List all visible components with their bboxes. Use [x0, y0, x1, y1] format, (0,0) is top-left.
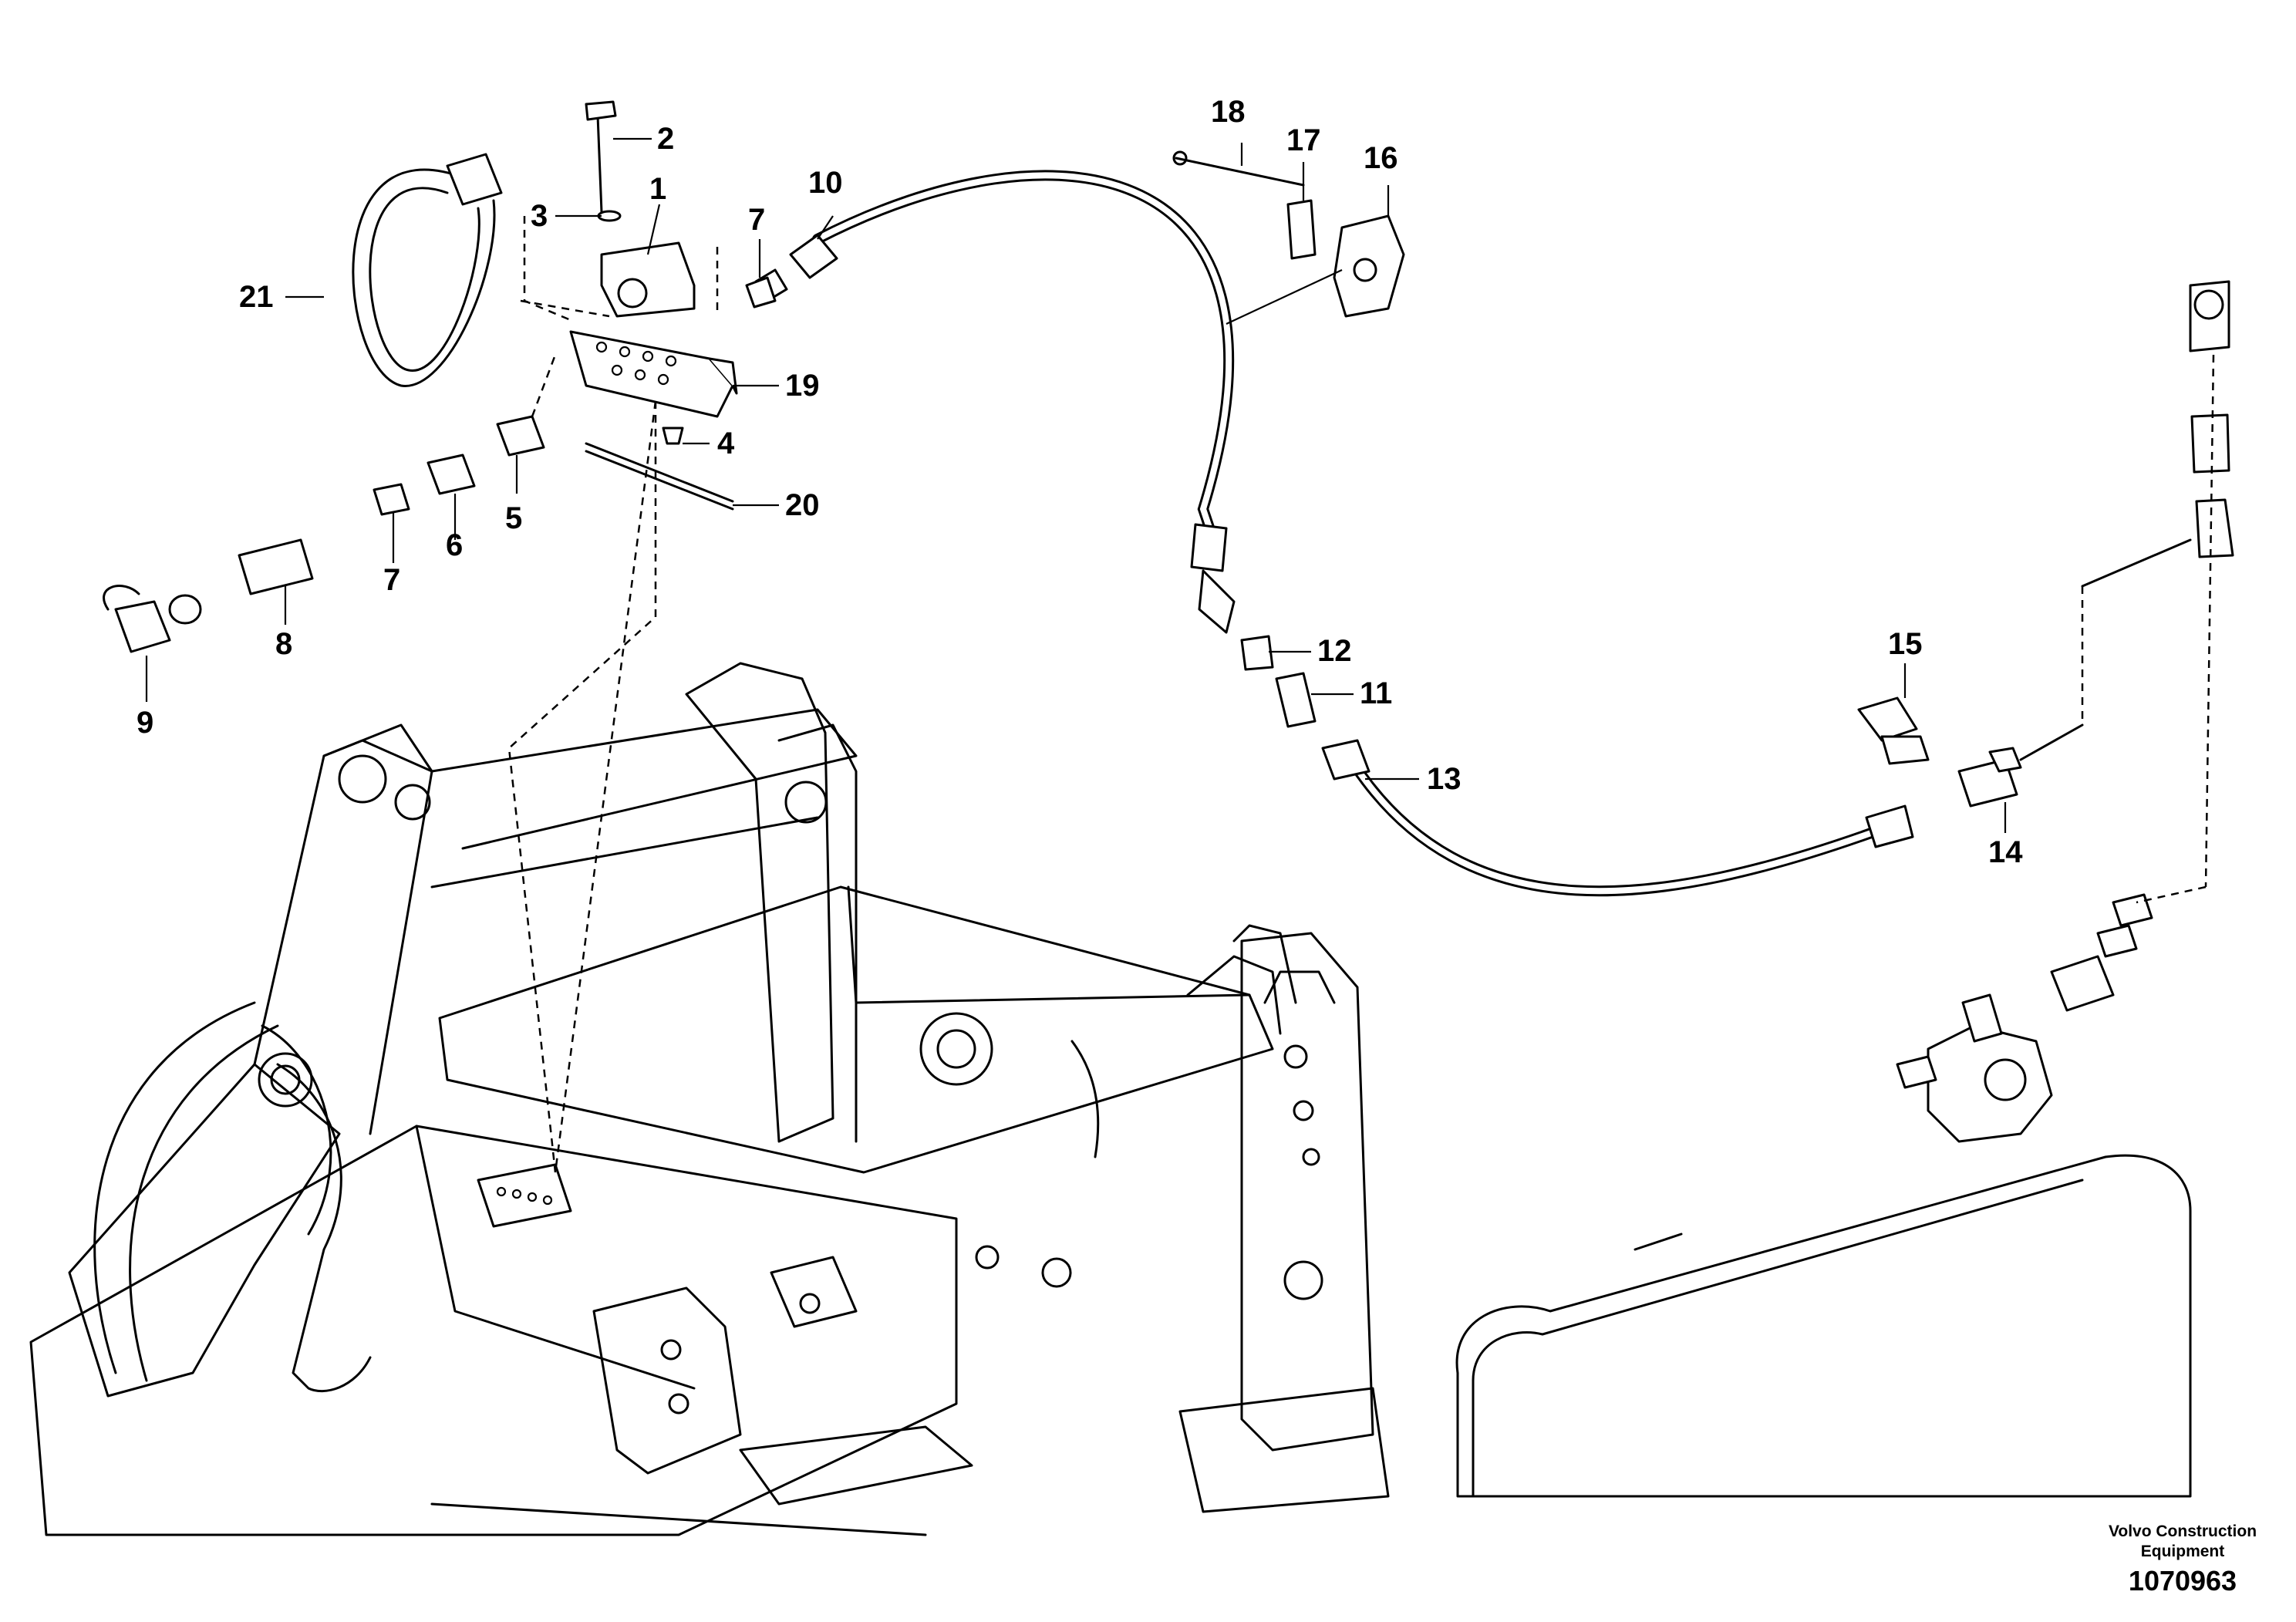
callout-11: 11 — [1360, 676, 1392, 710]
callout-8: 8 — [275, 627, 292, 661]
callout-3: 3 — [531, 199, 548, 233]
callout-2: 2 — [657, 122, 674, 156]
loader-frame-drawing — [29, 662, 2192, 1536]
callout-19: 19 — [785, 369, 820, 403]
callout-7-lower: 7 — [383, 563, 400, 597]
callout-6: 6 — [446, 528, 463, 562]
brand-line-1: Volvo Construction — [2109, 1523, 2257, 1540]
hose-assembly-drawing — [754, 170, 2234, 1012]
callout-7-upper: 7 — [748, 203, 765, 237]
callout-5: 5 — [505, 501, 522, 535]
callout-10: 10 — [808, 166, 843, 200]
callout-16: 16 — [1364, 141, 1398, 175]
callout-13: 13 — [1427, 762, 1462, 796]
callout-9: 9 — [137, 706, 153, 740]
callout-1: 1 — [649, 172, 666, 206]
callout-12: 12 — [1317, 634, 1352, 668]
callout-18: 18 — [1211, 95, 1246, 129]
leader-lines — [145, 137, 2007, 1173]
callout-15: 15 — [1888, 627, 1923, 661]
drawing-info: Volvo Construction Equipment 1070963 — [2109, 1523, 2257, 1597]
callout-21: 21 — [239, 280, 274, 314]
brand-line-2: Equipment — [2141, 1543, 2225, 1560]
callout-17: 17 — [1286, 123, 1321, 157]
callout-14: 14 — [1988, 835, 2023, 869]
callout-4: 4 — [717, 427, 735, 460]
drawing-number: 1070963 — [2129, 1565, 2237, 1597]
callout-labels: 1 2 3 4 5 6 7 7 8 9 10 11 12 13 14 15 16… — [137, 95, 2023, 869]
callout-20: 20 — [785, 488, 820, 522]
